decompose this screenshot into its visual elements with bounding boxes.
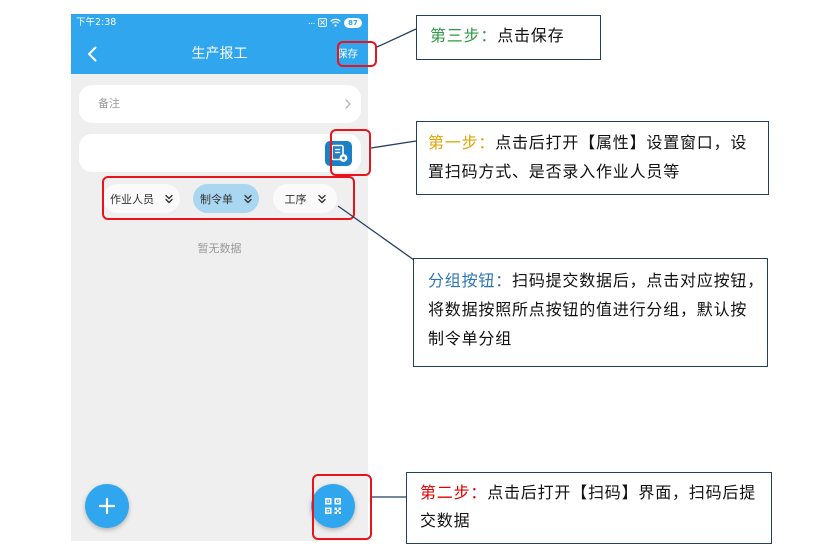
remark-placeholder: 备注 bbox=[98, 97, 120, 110]
page-title: 生产报工 bbox=[191, 46, 248, 62]
highlight-scan-settings-button bbox=[330, 129, 371, 176]
double-chevron-down-icon bbox=[165, 194, 173, 203]
highlight-scan-button bbox=[312, 474, 372, 540]
double-chevron-down-icon bbox=[244, 194, 252, 203]
callout-step2: 第二步：点击后打开【扫码】界面，扫码后提 交数据 bbox=[406, 472, 772, 544]
qr-code-icon bbox=[325, 498, 341, 514]
callout-text: 交数据 bbox=[420, 511, 471, 530]
connector-grouping bbox=[337, 205, 415, 261]
phone-screen: 下午2:38 ... 87 生产报工 保存 备注 bbox=[71, 14, 368, 541]
wifi-icon bbox=[330, 18, 341, 27]
callout-text: 将数据按照所点按钮的值进行分组，默认按 bbox=[428, 300, 748, 319]
scan-input-field[interactable] bbox=[79, 134, 361, 172]
status-icons: ... 87 bbox=[308, 16, 362, 29]
connector-step3 bbox=[376, 28, 417, 48]
group-button-operator[interactable]: 作业人员 bbox=[103, 184, 180, 213]
status-time: 下午2:38 bbox=[76, 17, 117, 28]
callout-text: 置扫码方式、是否录入作业人员等 bbox=[428, 162, 681, 181]
connector-step1 bbox=[370, 140, 417, 149]
callout-line: 制令单分组 bbox=[428, 324, 767, 353]
callout-step3: 第三步：点击保存 bbox=[416, 15, 601, 60]
callout-line: 第一步：点击后打开【属性】设置窗口，设 bbox=[428, 128, 768, 157]
callout-text: 点击保存 bbox=[497, 26, 565, 45]
chevron-left-icon[interactable] bbox=[87, 46, 97, 62]
empty-state-text: 暂无数据 bbox=[197, 242, 242, 255]
scan-settings-button[interactable] bbox=[325, 141, 352, 166]
group-button-process[interactable]: 工序 bbox=[273, 184, 337, 213]
double-chevron-down-icon bbox=[317, 194, 326, 203]
no-sim-icon bbox=[318, 18, 327, 27]
callout-line: 第三步：点击保存 bbox=[430, 21, 600, 50]
callout-line: 第二步：点击后打开【扫码】界面，扫码后提 bbox=[420, 479, 771, 507]
callout-label: 第一步： bbox=[428, 133, 496, 152]
highlight-save-button bbox=[337, 41, 377, 67]
callout-text: 点击后打开【扫码】界面，扫码后提 bbox=[487, 483, 757, 502]
callout-line: 置扫码方式、是否录入作业人员等 bbox=[428, 157, 768, 186]
more-notifications-indicator: ... bbox=[307, 17, 316, 27]
plus-icon bbox=[98, 497, 116, 515]
callout-text: 制令单分组 bbox=[428, 329, 513, 348]
group-button-label: 制令单 bbox=[200, 192, 233, 206]
callout-line: 分组按钮：扫码提交数据后，点击对应按钮， bbox=[428, 266, 767, 295]
group-button-label: 工序 bbox=[284, 192, 307, 206]
remark-field[interactable]: 备注 bbox=[79, 85, 361, 123]
highlight-group-buttons bbox=[102, 176, 355, 220]
group-button-label: 作业人员 bbox=[110, 192, 154, 206]
callout-step1: 第一步：点击后打开【属性】设置窗口，设 置扫码方式、是否录入作业人员等 bbox=[416, 121, 769, 195]
save-button[interactable]: 保存 bbox=[337, 48, 358, 60]
callout-line: 将数据按照所点按钮的值进行分组，默认按 bbox=[428, 295, 767, 324]
group-button-order[interactable]: 制令单 bbox=[193, 184, 259, 213]
scan-button[interactable] bbox=[311, 484, 355, 528]
callout-label: 分组按钮： bbox=[428, 271, 513, 290]
callout-text: 点击后打开【属性】设置窗口，设 bbox=[495, 133, 748, 152]
app-bar: 下午2:38 ... 87 生产报工 保存 bbox=[71, 14, 368, 74]
chevron-right-icon bbox=[345, 99, 351, 109]
scan-settings-icon bbox=[331, 144, 348, 162]
battery-icon: 87 bbox=[344, 17, 362, 28]
add-button[interactable] bbox=[85, 484, 129, 528]
callout-text: 扫码提交数据后，点击对应按钮， bbox=[512, 271, 765, 290]
callout-grouping: 分组按钮：扫码提交数据后，点击对应按钮， 将数据按照所点按钮的值进行分组，默认按… bbox=[413, 258, 768, 367]
callout-label: 第三步： bbox=[430, 26, 498, 45]
battery-level: 87 bbox=[348, 18, 358, 27]
callout-line: 交数据 bbox=[420, 507, 771, 535]
callout-label: 第二步： bbox=[420, 483, 488, 502]
